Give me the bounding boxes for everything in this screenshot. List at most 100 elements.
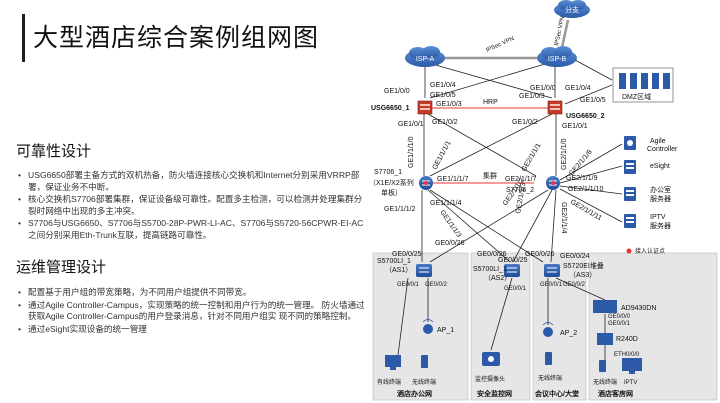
list-item: 核心交换机S7706部署集群，保证设备级可靠性。配置多主检测，可以检测并处理集群… [16,194,368,217]
isp-b-label: ISP-B [548,56,567,63]
port-label: GE1/0/5 [580,97,606,104]
auth-point-label: 接入认证点 [635,247,665,255]
port-label: GE0/0/1 [608,321,631,327]
camera-icon [482,352,500,366]
access-3-sub-label: （AS3） [569,271,596,279]
agile-label: Agile [650,138,666,145]
port-label: GE0/0/26 [477,251,507,258]
port-label: GE1/0/3 [519,93,545,100]
dmz-servers-icon [619,73,670,89]
iptv-server-label-2: 服务器 [650,221,671,230]
port-label: GE0/0/1 [540,282,563,288]
port-label: GE1/1/1/2 [384,206,416,213]
terminal-label: 监控摄像头 [475,375,505,383]
list-item: S7706与USG6650、S7706与S5700-28P-PWR-LI-AC、… [16,218,368,241]
hrp-label: HRP [483,99,498,106]
terminal-label: 无线终端 [593,378,617,386]
port-label: GE1/0/3 [436,101,462,108]
iptv-server-label: IPTV [650,214,666,221]
agile-controller-icon [624,136,636,150]
wireless-terminal-icon [545,352,552,365]
ap-1-label: AP_1 [437,327,454,334]
cluster-label: 集群 [483,171,497,180]
port-label: GE1/0/2 [432,119,458,126]
port-label: GE1/1/1/0 [408,136,415,168]
core-1-sub-label: （X1E/X2系列 [369,178,414,187]
meeting-area-box [532,252,587,401]
port-label: GE2/1/1/0 [561,138,568,170]
port-label: GE0/0/2 [425,282,448,288]
port-label: GE0/0/1 [504,286,527,292]
port-label: GE2/1/1/4 [560,202,567,234]
wireless-terminal-icon [421,355,428,368]
access-1-label: S5700LI_1 [377,258,411,265]
r240d-label: R240D [616,336,638,343]
server-links [559,143,623,223]
page-title: 大型酒店综合案例组网图 [33,24,320,52]
firewall-1-label: USG6650_1 [371,105,410,112]
core-1-label: S7706_1 [374,169,402,176]
operations-list: 配置基于用户组的带宽策略，为不同用户组提供不同带宽。 通过Agile Contr… [16,287,368,336]
ipsec-vpn-1-label: IPSec VPN [485,36,515,54]
dmz-link [564,84,613,105]
port-label: GE2/1/1/1 [521,142,543,173]
network-diagram: ISP-A ISP-B 分支 IPSec VPN IPSec VPN DMZ区域… [369,0,718,401]
core-switch-1-icon [419,176,433,190]
office-server-icon [624,187,636,201]
port-label: GE1/0/2 [512,119,538,126]
port-label: GE1/0/0 [384,88,410,95]
port-label: GE0/0/0 [608,314,631,320]
ad9430-label: AD9430DN [621,305,656,312]
core-1-sub2-label: 单板） [381,188,402,197]
port-label: GE0/0/25 [498,257,528,264]
area-label-office: 酒店办公网 [397,389,432,398]
terminal-label: 无线终端 [412,378,436,386]
port-label: GE2/1/1/11 [569,199,603,223]
cloud-isp-b-icon [537,46,577,67]
core-2-label: S7706_2 [506,187,534,194]
wireless-terminal-icon [599,360,606,372]
core-switch-2-icon [546,176,560,190]
r240d-icon [597,333,613,345]
list-item: USG6650部署主备方式的双机热备，防火墙连接核心交换机和Internet分别… [16,170,368,193]
access-switch-1-icon [416,264,432,277]
port-label: GE1/1/1/7 [437,176,469,183]
access-device-links [397,277,606,372]
office-server-label-2: 服务器 [650,194,671,203]
area-label-guest: 酒店客房网 [598,389,633,398]
port-label: GE0/0/26 [525,251,555,258]
access-2-sub-label: （AS2） [484,274,511,282]
access-2-label: S5700LI_1 [473,266,507,273]
port-label: ETH0/0/0 [614,352,640,358]
access-switch-3-icon [544,264,560,277]
esight-label: eSight [650,163,670,170]
terminal-label: 无线终端 [538,374,562,382]
agile-label-2: Controller [647,146,678,153]
port-label: GE1/0/0 [530,85,556,92]
cloud-branch-icon [554,0,590,18]
port-label: GE0/0/26 [435,240,465,247]
terminal-label: IPTV [624,380,637,386]
port-label: GE0/0/24 [560,253,590,260]
port-label: GE1/0/4 [430,82,456,89]
ad9430-icon [593,300,617,313]
list-item: 通过Agile Controller-Campus，实现策略的统一控制和用户行为… [16,300,368,323]
list-item: 配置基于用户组的带宽策略，为不同用户组提供不同带宽。 [16,287,368,299]
fw-core-links [423,113,557,177]
firewall-2-label: USG6650_2 [566,113,605,120]
port-label: GE0/0/25 [392,251,422,258]
monitor-area-box [470,252,531,401]
cloud-isp-a-icon [405,46,445,67]
isp-a-label: ISP-A [416,56,435,63]
branch-label: 分支 [565,5,579,14]
wan-links [424,59,613,99]
port-label: GE1/0/1 [562,123,588,130]
firewall-2-icon [547,100,563,115]
title-accent-bar [22,14,25,62]
office-area-box [372,252,469,401]
ap-2-label: AP_2 [560,330,577,337]
port-label: GE2/1/1/10 [568,186,604,193]
port-label: GE1/1/1/3 [438,209,462,239]
auth-point-dot [626,248,632,254]
access-3-label: S5720EI堆叠 [563,261,604,270]
